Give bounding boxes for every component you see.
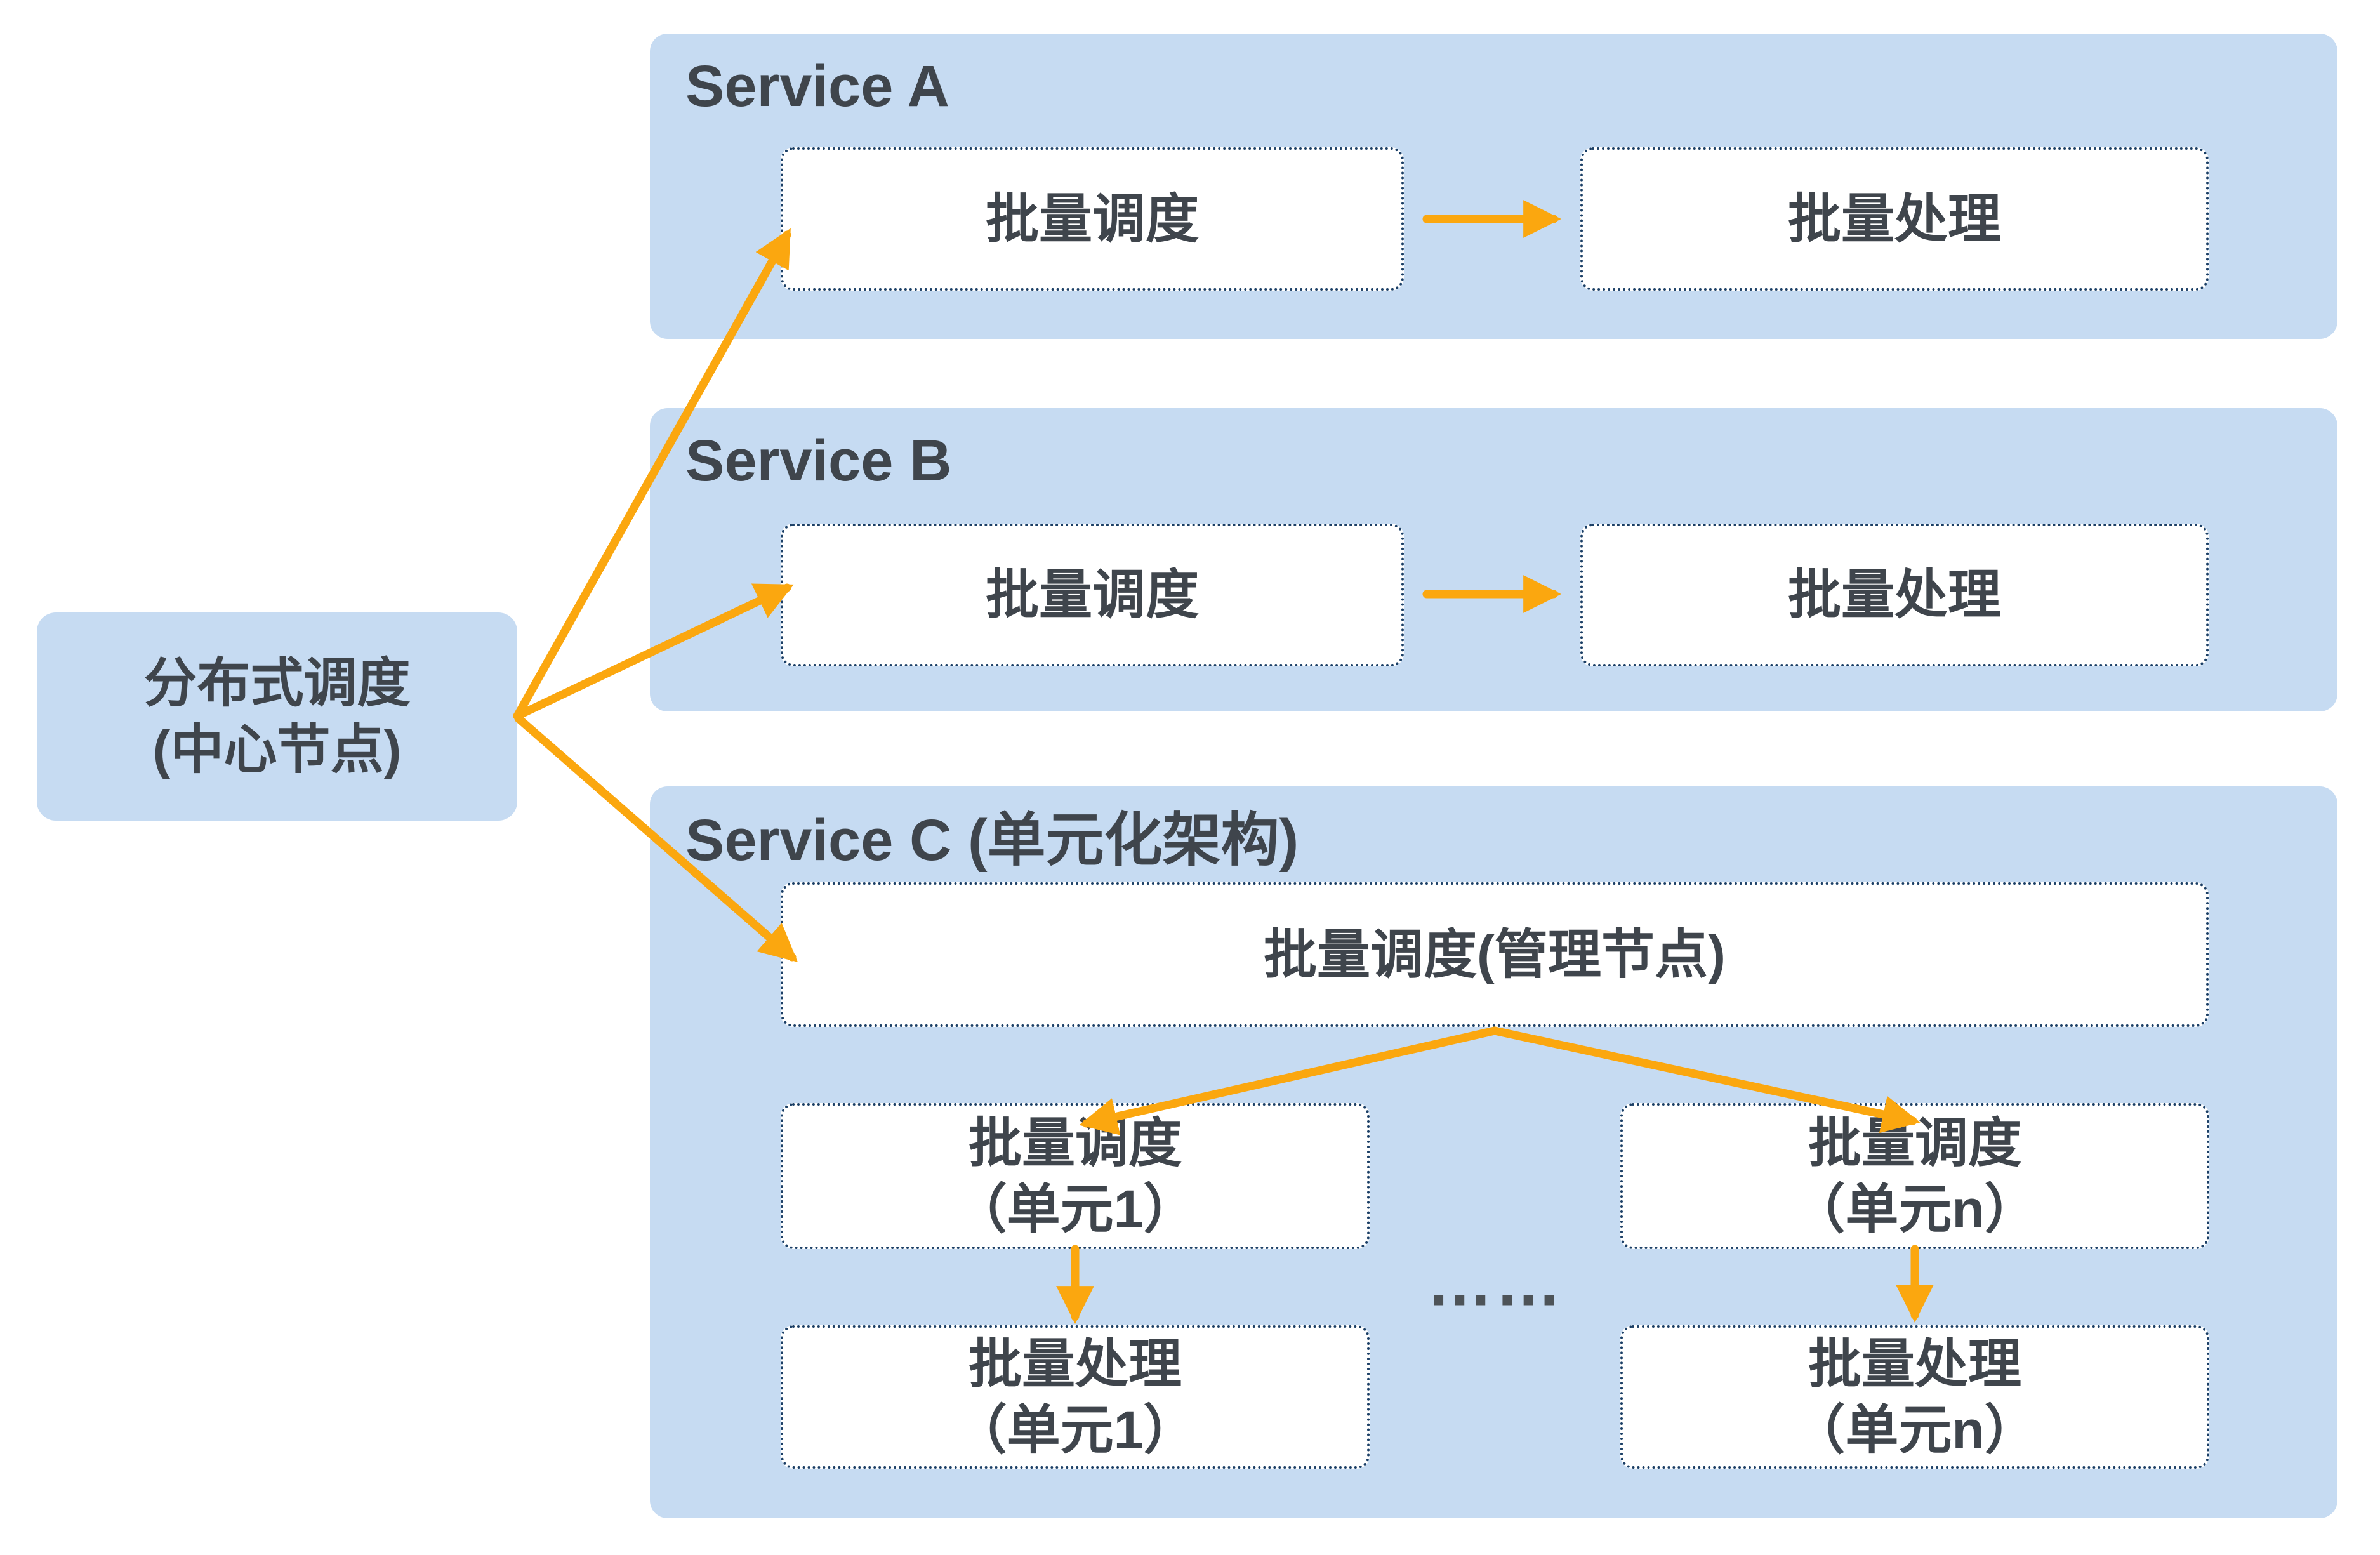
service-b-batch-processing-label: 批量处理 [1787,565,2001,625]
service-c-unit1-processing-box: 批量处理 （单元1） [781,1325,1370,1469]
service-a-batch-processing-label: 批量处理 [1787,189,2001,249]
service-c-unitn-processing-box: 批量处理 （单元n） [1620,1325,2209,1469]
service-c-unitn-processing-label-line2: （单元n） [1792,1400,2038,1460]
service-a-batch-scheduling-label: 批量调度 [985,189,1199,249]
central-scheduler-node: 分布式调度 (中心节点) [37,612,517,821]
service-b-title: Service B [685,428,952,493]
service-a-batch-scheduling-box: 批量调度 [781,147,1404,291]
service-c-unitn-processing-label-line1: 批量处理 [1808,1333,2021,1394]
service-c-unit1-processing-label-line2: （单元1） [953,1400,1197,1460]
service-b-batch-scheduling-box: 批量调度 [781,524,1404,666]
service-c-unit1-scheduling-label-line2: （单元1） [953,1179,1197,1239]
service-a-title: Service A [685,54,949,119]
service-c-manager-scheduling-label: 批量调度(管理节点) [1264,924,1726,984]
units-ellipsis: …… [1427,1246,1564,1320]
central-scheduler-label-line2: (中心节点) [152,720,402,779]
service-c-unit1-scheduling-box: 批量调度 （单元1） [781,1103,1370,1249]
service-c-unit1-processing-label-line1: 批量处理 [968,1333,1182,1394]
service-c-unit1-scheduling-label-line1: 批量调度 [968,1113,1182,1173]
service-c-manager-scheduling-box: 批量调度(管理节点) [781,882,2209,1027]
service-b-batch-scheduling-label: 批量调度 [985,565,1199,625]
service-b-batch-processing-box: 批量处理 [1580,524,2209,666]
central-scheduler-label-line1: 分布式调度 [143,653,411,713]
service-c-unitn-scheduling-label-line1: 批量调度 [1808,1113,2021,1173]
service-c-title: Service C (单元化架构) [685,808,1299,873]
service-c-unitn-scheduling-label-line2: （单元n） [1792,1179,2038,1239]
service-c-unitn-scheduling-box: 批量调度 （单元n） [1620,1103,2209,1249]
service-a-batch-processing-box: 批量处理 [1580,147,2209,291]
